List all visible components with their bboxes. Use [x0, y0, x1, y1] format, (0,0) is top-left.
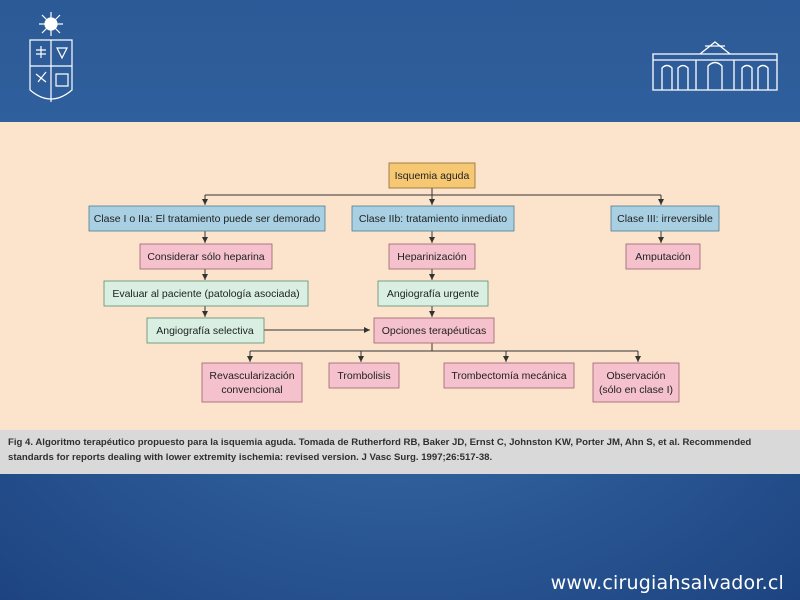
svg-text:Observación: Observación [607, 370, 666, 382]
svg-text:Clase III: irreversible: Clase III: irreversible [617, 213, 713, 225]
node-considerar-heparina: Considerar sólo heparina [139, 243, 273, 270]
svg-text:Clase I o IIa: El tratamiento: Clase I o IIa: El tratamiento puede ser … [94, 213, 321, 225]
node-angiografia-selectiva: Angiografía selectiva [146, 317, 265, 344]
node-amputacion: Amputación [625, 243, 701, 270]
svg-text:Trombectomía mecánica: Trombectomía mecánica [451, 370, 566, 382]
node-clase-2b: Clase IIb: tratamiento inmediato [351, 205, 515, 232]
svg-text:Angiografía selectiva: Angiografía selectiva [156, 325, 254, 337]
node-revascularizacion: Revascularización convencional [201, 362, 303, 403]
svg-text:Isquemia aguda: Isquemia aguda [395, 170, 470, 182]
header-bar [0, 0, 800, 122]
caption-strip [0, 430, 800, 474]
svg-text:(sólo en clase I): (sólo en clase I) [599, 384, 673, 396]
node-evaluar-paciente: Evaluar al paciente (patología asociada) [103, 280, 309, 307]
svg-text:Heparinización: Heparinización [397, 251, 467, 263]
node-opciones-terapeuticas: Opciones terapéuticas [373, 317, 495, 344]
node-isquemia-aguda: Isquemia aguda [388, 162, 476, 189]
footer-url: www.cirugiahsalvador.cl [550, 572, 784, 594]
node-trombectomia: Trombectomía mecánica [443, 362, 575, 389]
node-trombolisis: Trombolisis [328, 362, 400, 389]
svg-text:Clase IIb: tratamiento inmedia: Clase IIb: tratamiento inmediato [359, 213, 507, 225]
svg-text:Considerar sólo heparina: Considerar sólo heparina [147, 251, 264, 263]
svg-text:Opciones terapéuticas: Opciones terapéuticas [382, 325, 486, 337]
node-angiografia-urgente: Angiografía urgente [377, 280, 489, 307]
connectors [202, 188, 664, 362]
node-clase-3: Clase III: irreversible [610, 205, 720, 232]
svg-text:Revascularización: Revascularización [209, 370, 294, 382]
svg-text:Angiografía urgente: Angiografía urgente [387, 288, 479, 300]
svg-text:Evaluar al paciente (patología: Evaluar al paciente (patología asociada) [112, 288, 299, 300]
node-heparinizacion: Heparinización [388, 243, 476, 270]
university-crest-icon [29, 12, 73, 102]
svg-text:Trombolisis: Trombolisis [337, 370, 390, 382]
figure-caption: Fig 4. Algoritmo terapéutico propuesto p… [8, 437, 752, 463]
svg-text:Amputación: Amputación [635, 251, 691, 263]
node-clase-1: Clase I o IIa: El tratamiento puede ser … [88, 205, 326, 232]
building-icon [652, 41, 778, 91]
node-observacion: Observación (sólo en clase I) [592, 362, 680, 403]
svg-text:convencional: convencional [221, 384, 282, 396]
